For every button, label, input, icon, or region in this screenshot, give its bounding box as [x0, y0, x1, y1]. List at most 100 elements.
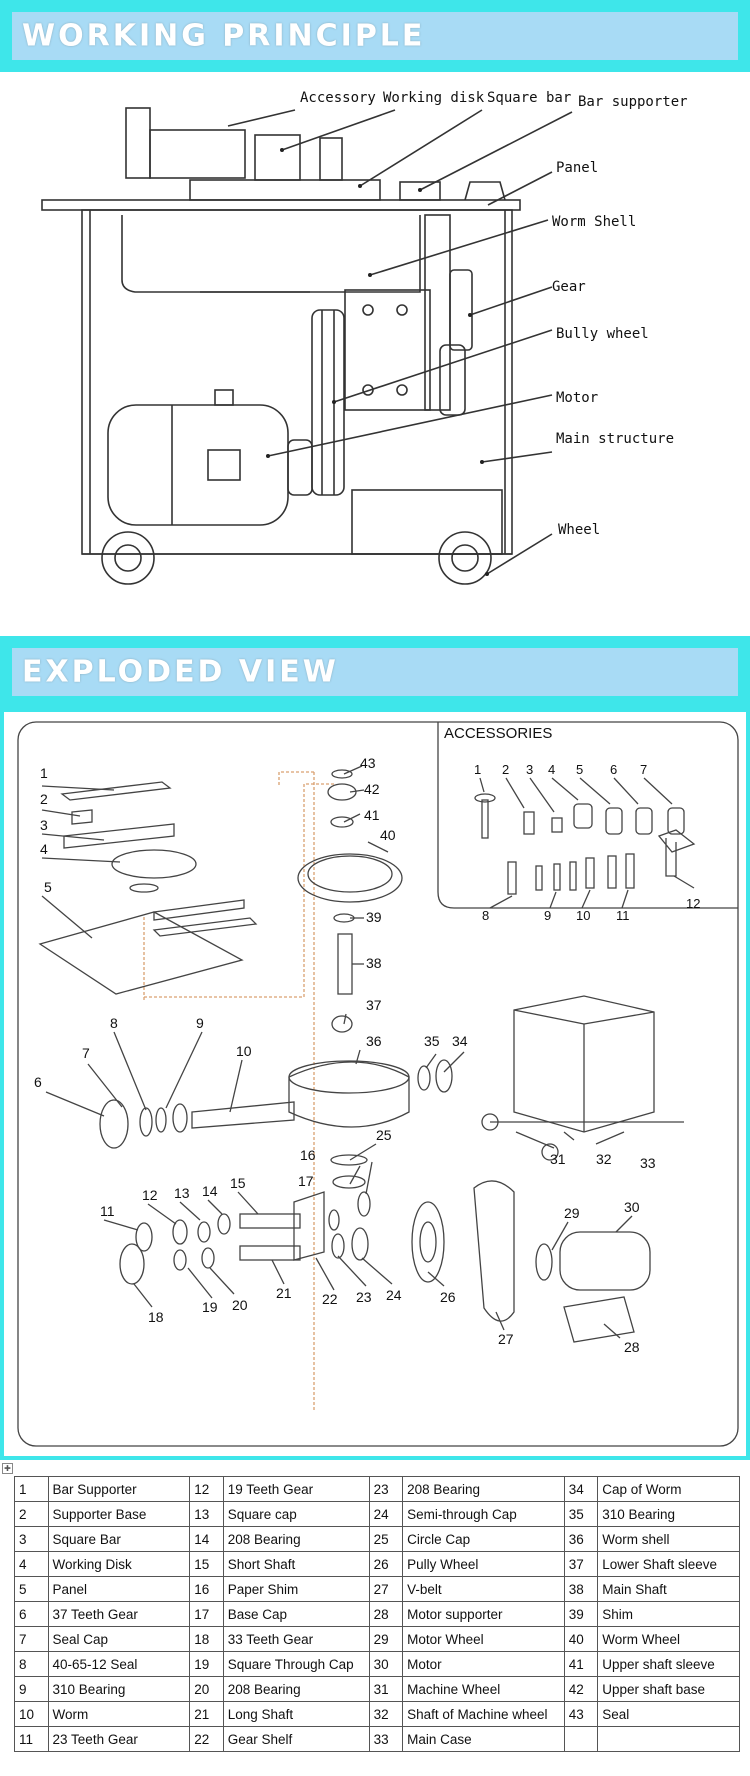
callout-number: 24: [386, 1287, 402, 1303]
part-name-cell: Supporter Base: [47, 1501, 191, 1527]
part-number-cell: 36: [563, 1526, 599, 1552]
part-name-cell: 33 Teeth Gear: [222, 1626, 370, 1652]
part-number-cell: 33: [368, 1726, 404, 1752]
callout-number: 23: [356, 1289, 372, 1305]
part-name-cell: Worm: [47, 1701, 191, 1727]
part-number-cell: 19: [189, 1651, 224, 1677]
part-number-cell: 7: [14, 1626, 49, 1652]
gear: [449, 269, 473, 351]
part-name-cell: Square cap: [222, 1501, 370, 1527]
part-name-cell: Motor supporter: [402, 1601, 565, 1627]
callout-number: 4: [40, 841, 48, 857]
part-number-cell: 4: [14, 1551, 49, 1577]
callout-number: 13: [174, 1185, 190, 1201]
part-number-cell: 2: [14, 1501, 49, 1527]
part-number-cell: 34: [563, 1476, 599, 1502]
part-number-cell: 11: [14, 1726, 49, 1752]
part-name-cell: Seal Cap: [47, 1626, 191, 1652]
part-v-belt: [473, 1180, 515, 1322]
part-name-cell: Worm Wheel: [597, 1626, 740, 1652]
accessory-pin: [319, 137, 343, 181]
part-name-cell: Motor Wheel: [402, 1626, 565, 1652]
part-name-cell: Main Shaft: [597, 1576, 740, 1602]
part-name-cell: 208 Bearing: [222, 1676, 370, 1702]
bar-supporter: [464, 181, 506, 201]
part-number-cell: 5: [14, 1576, 49, 1602]
callout-number: 30: [624, 1199, 640, 1215]
part-number-cell: 26: [368, 1551, 404, 1577]
callout-number: 6: [34, 1074, 42, 1090]
accessory-post: [125, 107, 151, 179]
label-gear: Gear: [552, 279, 586, 295]
part-name-cell: Paper Shim: [222, 1576, 370, 1602]
part-bar-supporter: [60, 781, 172, 801]
part-number-cell: 38: [563, 1576, 599, 1602]
part-name-cell: Square Bar: [47, 1526, 191, 1552]
callout-number: 43: [360, 755, 376, 771]
part-number-cell: 35: [563, 1501, 599, 1527]
part-name-cell: Panel: [47, 1576, 191, 1602]
exploded-view-diagram: ACCESSORIES 1234567891011121314151617181…: [17, 721, 739, 1447]
part-number-cell: 15: [189, 1551, 224, 1577]
accessory-block: [149, 129, 246, 179]
motor-box: [207, 449, 241, 481]
part-name-cell: 37 Teeth Gear: [47, 1601, 191, 1627]
label-worm-shell: Worm Shell: [552, 214, 636, 230]
callout-number: 15: [230, 1175, 246, 1191]
part-number-cell: 14: [189, 1526, 224, 1552]
part-name-cell: 19 Teeth Gear: [222, 1476, 370, 1502]
part-33-teeth-gear: [119, 1243, 145, 1285]
gear-column: [424, 214, 451, 411]
part-short-shaft: [239, 1213, 301, 1229]
part-number-cell: 12: [189, 1476, 224, 1502]
working-principle-banner: WORKING PRINCIPLE: [0, 0, 750, 72]
callout-number: 21: [276, 1285, 292, 1301]
wheel-right: [438, 531, 492, 585]
part-motor: [559, 1231, 651, 1291]
part-long-shaft: [239, 1245, 301, 1261]
part-motor-wheel: [535, 1243, 553, 1281]
part-name-cell: [597, 1726, 740, 1752]
move-anchor-icon[interactable]: ✚: [2, 1463, 13, 1474]
part-number-cell: 16: [189, 1576, 224, 1602]
accessories-heading: ACCESSORIES: [444, 725, 552, 742]
part-number-cell: 1: [14, 1476, 49, 1502]
worm-shell: [121, 215, 421, 293]
callout-number: 32: [596, 1151, 612, 1167]
callout-number: 42: [364, 781, 380, 797]
part-number-cell: 43: [563, 1701, 599, 1727]
callout-number: 35: [424, 1033, 440, 1049]
callout-number: 38: [366, 955, 382, 971]
callout-number: 3: [40, 817, 48, 833]
part-name-cell: Upper shaft base: [597, 1676, 740, 1702]
callout-number: 26: [440, 1289, 456, 1305]
callout-number: 8: [110, 1015, 118, 1031]
part-number-cell: 41: [563, 1651, 599, 1677]
accessory-callout-number: 3: [526, 762, 533, 777]
callout-number: 37: [366, 997, 382, 1013]
part-working-disk: [111, 849, 197, 879]
accessory-callout-number: 5: [576, 762, 583, 777]
label-bully-wheel: Bully wheel: [556, 326, 649, 342]
callout-number: 29: [564, 1205, 580, 1221]
part-name-cell: Working Disk: [47, 1551, 191, 1577]
part-number-cell: 13: [189, 1501, 224, 1527]
part-number-cell: [563, 1726, 599, 1752]
part-number-cell: 25: [368, 1526, 404, 1552]
part-name-cell: 208 Bearing: [222, 1526, 370, 1552]
label-main-structure: Main structure: [556, 431, 674, 447]
part-gear-shelf: [293, 1191, 325, 1261]
working-disk: [189, 179, 381, 201]
part-worm-wheel: [297, 853, 403, 903]
accessory-callout-number: 4: [548, 762, 555, 777]
callout-number: 39: [366, 909, 382, 925]
part-number-cell: 28: [368, 1601, 404, 1627]
part-motor-supporter: [563, 1296, 635, 1343]
part-name-cell: 310 Bearing: [597, 1501, 740, 1527]
part-machine-wheel: [481, 1113, 499, 1131]
callout-number: 2: [40, 791, 48, 807]
